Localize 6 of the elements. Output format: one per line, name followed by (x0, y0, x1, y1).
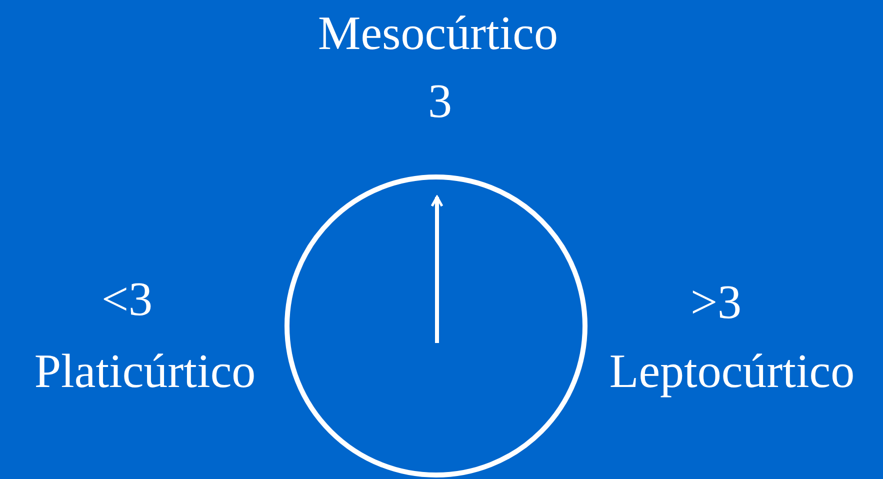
label-text: <3 (101, 274, 153, 326)
label-text: Mesocúrtico (318, 8, 558, 60)
label-text: >3 (690, 277, 742, 329)
label-text: Platicúrtico (34, 346, 256, 398)
label-text: Leptocúrtico (609, 346, 855, 398)
label-text: 3 (428, 76, 452, 128)
